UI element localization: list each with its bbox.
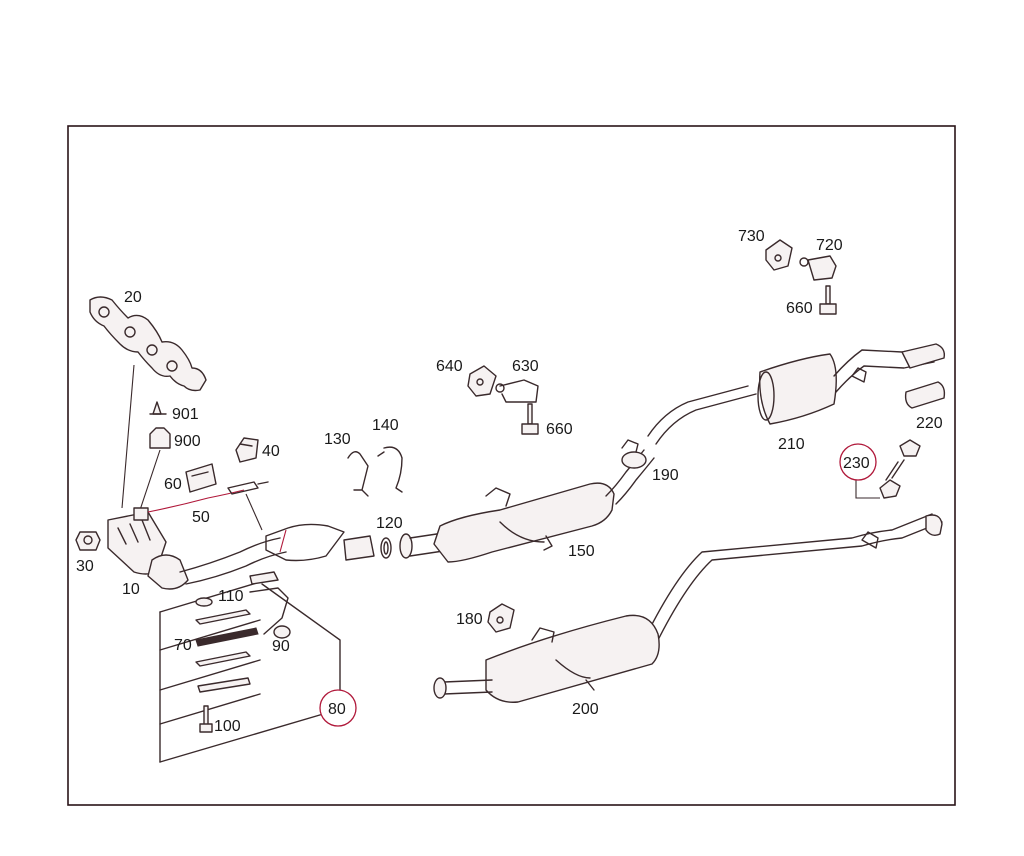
label-50: 50	[192, 509, 210, 526]
label-10: 10	[122, 581, 140, 598]
leader-230	[855, 478, 880, 499]
callout-230	[839, 443, 877, 481]
bolt-100[interactable]	[199, 705, 213, 733]
holder-40[interactable]	[235, 437, 259, 463]
exhaust-manifold-catalyst[interactable]	[107, 511, 287, 590]
label-110: 110	[218, 588, 244, 605]
label-720: 720	[816, 237, 843, 254]
rubber-mount-730[interactable]	[765, 239, 793, 271]
strap-110[interactable]	[195, 609, 251, 625]
nut-90[interactable]	[273, 625, 291, 639]
label-70: 70	[174, 637, 192, 654]
sensor-plug-901[interactable]	[149, 401, 167, 415]
label-130: 130	[324, 431, 351, 448]
front-pipe-catalyst[interactable]	[265, 523, 375, 562]
rubber-mount-640[interactable]	[467, 365, 497, 397]
oxygen-sensor-50[interactable]	[133, 481, 269, 521]
bracket-70[interactable]	[195, 627, 259, 647]
nut-30[interactable]	[75, 531, 101, 551]
label-150: 150	[568, 543, 595, 560]
leader-20	[121, 364, 135, 509]
bracket-720[interactable]	[799, 255, 837, 281]
tail-pipe-220[interactable]	[904, 381, 946, 409]
diagram-frame	[67, 125, 956, 806]
label-120: 120	[376, 515, 403, 532]
washer-110[interactable]	[195, 597, 213, 607]
label-730: 730	[738, 228, 765, 245]
label-200: 200	[572, 701, 599, 718]
center-silencer-150[interactable]	[433, 449, 655, 563]
strap-70c[interactable]	[197, 677, 251, 693]
label-60: 60	[164, 476, 182, 493]
label-640: 640	[436, 358, 463, 375]
rear-silencer-210[interactable]	[647, 343, 946, 445]
clip-60[interactable]	[185, 463, 217, 493]
leader-50-body	[245, 493, 263, 531]
rubber-mount-180[interactable]	[487, 603, 515, 633]
bracket-group-80[interactable]	[159, 571, 341, 763]
label-900: 900	[174, 433, 201, 450]
rear-exhaust-200[interactable]	[433, 513, 943, 703]
callout-80	[319, 689, 357, 727]
label-660-center: 660	[546, 421, 573, 438]
label-901: 901	[172, 406, 199, 423]
leader-900	[139, 449, 161, 511]
label-20: 20	[124, 289, 142, 306]
label-80: 80	[328, 701, 346, 718]
label-180: 180	[456, 611, 483, 628]
label-100: 100	[214, 718, 241, 735]
label-190: 190	[652, 467, 679, 484]
label-220: 220	[916, 415, 943, 432]
sensor-connector-900[interactable]	[149, 427, 171, 449]
hanger-140[interactable]	[377, 446, 403, 493]
manifold-gasket[interactable]	[89, 296, 207, 392]
clamp-190[interactable]	[621, 439, 647, 469]
label-30: 30	[76, 558, 94, 575]
sealing-ring-120[interactable]	[380, 537, 392, 559]
strap-70b[interactable]	[195, 651, 251, 667]
label-140: 140	[372, 417, 399, 434]
label-660-top: 660	[786, 300, 813, 317]
bolt-660-center[interactable]	[521, 403, 539, 435]
label-630: 630	[512, 358, 539, 375]
label-210: 210	[778, 436, 805, 453]
label-90: 90	[272, 638, 290, 655]
label-40: 40	[262, 443, 280, 460]
clamp-assembly-230[interactable]	[879, 439, 921, 499]
hanger-130[interactable]	[347, 451, 369, 497]
bolt-660-top[interactable]	[819, 285, 837, 315]
label-230: 230	[843, 455, 870, 472]
bracket-630[interactable]	[495, 379, 539, 403]
